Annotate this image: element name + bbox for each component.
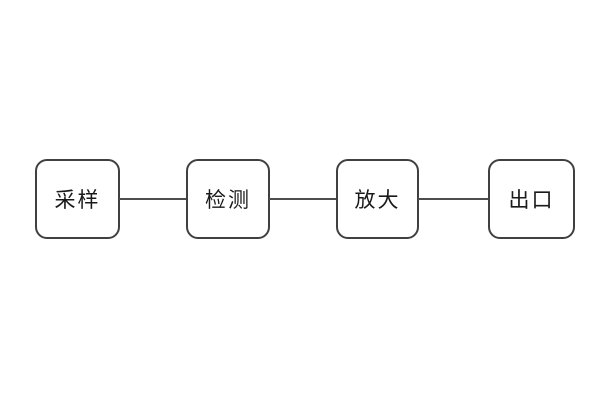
flow-edge-sampling-detection — [119, 198, 187, 200]
flow-node-sampling-label: 采样 — [54, 189, 101, 212]
flow-edge-detection-amplification — [269, 198, 337, 200]
flow-node-amplification-label: 放大 — [354, 189, 401, 212]
flow-edge-amplification-outlet — [418, 198, 489, 200]
flow-node-sampling: 采样 — [35, 159, 120, 239]
flow-node-outlet-label: 出口 — [508, 189, 555, 212]
flow-node-detection: 检测 — [186, 159, 270, 239]
flow-node-amplification: 放大 — [336, 159, 419, 239]
flow-node-detection-label: 检测 — [205, 189, 251, 212]
flow-node-outlet: 出口 — [488, 159, 575, 239]
